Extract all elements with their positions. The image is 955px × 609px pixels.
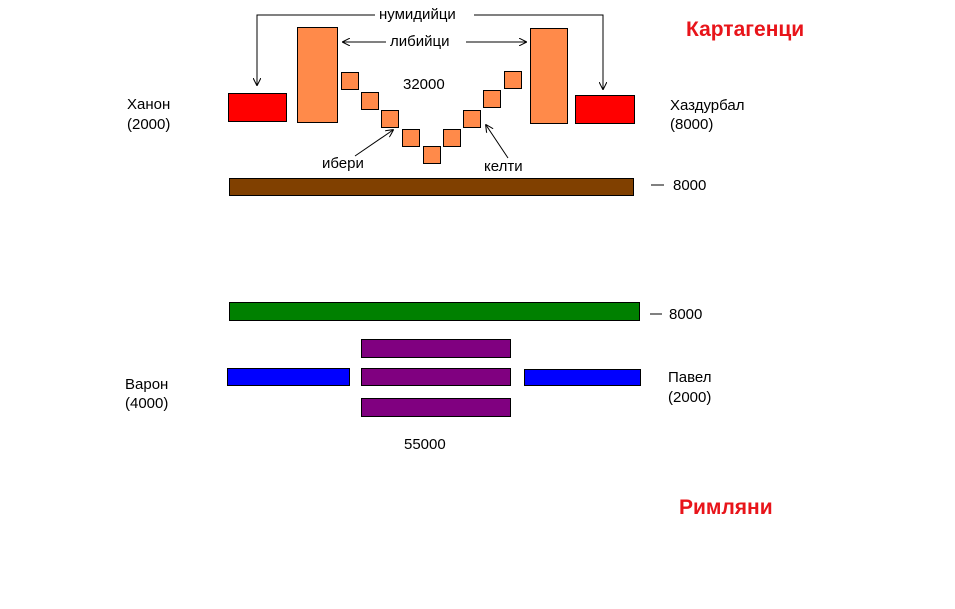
celts-arrow: [486, 125, 509, 159]
hanno-name: Ханон: [127, 96, 171, 113]
hasdrubal-name: Хаздурбал: [670, 97, 745, 114]
rome-center-count: 55000: [404, 436, 446, 453]
celtic-unit: [504, 71, 522, 89]
romans-title: Римляни: [679, 496, 773, 519]
paullus-count: (2000): [668, 389, 712, 406]
roman-legion-block: [361, 339, 511, 358]
varro-cavalry: [227, 368, 350, 386]
iberians-label: ибери: [322, 155, 364, 172]
carthaginians-title: Картагенци: [686, 18, 805, 41]
iberians-arrow: [354, 130, 393, 157]
carthage-line-count: 8000: [673, 177, 707, 194]
hanno-cavalry: [228, 93, 287, 122]
iberian-unit: [341, 72, 359, 90]
carthage-line-bar: [229, 178, 634, 196]
varro-name: Варон: [125, 376, 169, 393]
numidians-left-arrow: [257, 14, 375, 85]
paullus-cavalry: [524, 369, 641, 386]
numidians-right-arrow: [474, 14, 603, 89]
paullus-name: Павел: [668, 369, 712, 386]
hasdrubal-cavalry: [575, 95, 635, 124]
hasdrubal-count: (8000): [670, 116, 714, 133]
hanno-count: (2000): [127, 116, 171, 133]
celts-label: келти: [484, 158, 523, 175]
libyan-infantry-right: [530, 28, 568, 124]
celtic-unit: [443, 129, 461, 147]
iberian-unit: [381, 110, 399, 128]
rome-line-count: 8000: [669, 306, 703, 323]
celtic-unit: [463, 110, 481, 128]
libyan-infantry-left: [297, 27, 338, 123]
center-unit: [423, 146, 441, 164]
rome-line-bar: [229, 302, 640, 321]
numidians-label: нумидийци: [376, 6, 459, 24]
roman-legion-block: [361, 368, 511, 386]
iberian-unit: [361, 92, 379, 110]
libyans-label: либийци: [387, 33, 453, 51]
iberian-unit: [402, 129, 420, 147]
roman-legion-block: [361, 398, 511, 417]
celtic-unit: [483, 90, 501, 108]
carthage-center-count: 32000: [403, 76, 445, 93]
varro-count: (4000): [125, 395, 169, 412]
